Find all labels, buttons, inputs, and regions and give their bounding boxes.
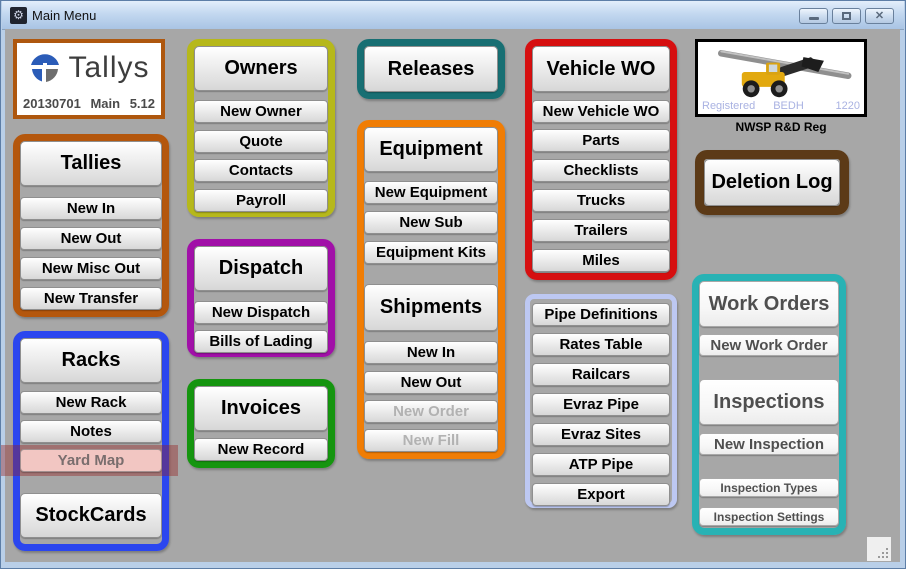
deletion-log-button[interactable]: Deletion Log — [704, 159, 840, 206]
new-owner-button[interactable]: New Owner — [194, 100, 328, 123]
dispatch-group — [187, 239, 335, 357]
minimize-icon — [808, 17, 819, 20]
releases-group — [357, 39, 505, 99]
rates-table-button[interactable]: Rates Table — [532, 333, 670, 356]
bills-of-lading-button[interactable]: Bills of Lading — [194, 330, 328, 353]
owners-group — [187, 39, 335, 217]
deletion-log-group — [695, 150, 849, 215]
gear-icon[interactable]: ⚙ — [10, 6, 27, 24]
pipe-loader-image — [718, 50, 852, 98]
stockcards-button[interactable]: StockCards — [20, 493, 162, 538]
tallies-group — [13, 134, 169, 317]
new-inspection-button[interactable]: New Inspection — [699, 433, 839, 455]
new-equipment-button[interactable]: New Equipment — [364, 181, 498, 204]
work-orders-header-button[interactable]: Work Orders — [699, 281, 839, 327]
notes-button[interactable]: Notes — [20, 420, 162, 443]
railcars-button[interactable]: Railcars — [532, 363, 670, 386]
releases-header-button[interactable]: Releases — [364, 46, 498, 92]
title-bar[interactable]: ⚙ Main Menu ✕ — [2, 1, 904, 30]
owners-header-button[interactable]: Owners — [194, 46, 328, 91]
new-vehicle-wo-button[interactable]: New Vehicle WO — [532, 100, 670, 123]
invoices-group — [187, 379, 335, 468]
pipe-definitions-button[interactable]: Pipe Definitions — [532, 303, 670, 326]
window-controls: ✕ — [799, 8, 894, 24]
close-icon: ✕ — [874, 9, 885, 22]
machine-caption: NWSP R&D Reg — [735, 120, 827, 134]
trailers-button[interactable]: Trailers — [532, 219, 670, 242]
machine-number: 1220 — [835, 100, 860, 112]
work-orders-group — [692, 274, 846, 535]
version-row: 20130701 Main 5.12 — [23, 96, 155, 111]
export-button[interactable]: Export — [532, 483, 670, 506]
restore-icon — [842, 12, 851, 20]
equipment-shipments-group — [357, 120, 505, 459]
close-button[interactable]: ✕ — [865, 8, 894, 24]
new-order-button: New Order — [364, 400, 498, 423]
tallies-new-in-button[interactable]: New In — [20, 197, 162, 220]
quote-button[interactable]: Quote — [194, 130, 328, 153]
yard-map-button[interactable]: Yard Map — [20, 449, 162, 472]
new-fill-button: New Fill — [364, 429, 498, 452]
vehicle-wo-group — [525, 39, 677, 280]
inspection-types-button[interactable]: Inspection Types — [699, 478, 839, 497]
machine-status: Registered — [702, 100, 756, 112]
window-title: Main Menu — [32, 7, 97, 23]
shipments-new-out-button[interactable]: New Out — [364, 371, 498, 394]
trucks-button[interactable]: Trucks — [532, 189, 670, 212]
minimize-button[interactable] — [799, 8, 828, 24]
contacts-button[interactable]: Contacts — [194, 159, 328, 182]
racks-header-button[interactable]: Racks — [20, 338, 162, 383]
brand-name: Tallys — [68, 51, 150, 84]
tallys-logo-icon — [31, 54, 60, 82]
version-number: 5.12 — [129, 96, 155, 111]
new-record-button[interactable]: New Record — [194, 438, 328, 461]
evraz-pipe-button[interactable]: Evraz Pipe — [532, 393, 670, 416]
resize-grip[interactable] — [867, 537, 891, 561]
new-work-order-button[interactable]: New Work Order — [699, 334, 839, 356]
checklists-button[interactable]: Checklists — [532, 159, 670, 182]
invoices-header-button[interactable]: Invoices — [194, 386, 328, 431]
new-sub-button[interactable]: New Sub — [364, 211, 498, 234]
atp-pipe-button[interactable]: ATP Pipe — [532, 453, 670, 476]
new-dispatch-button[interactable]: New Dispatch — [194, 301, 328, 324]
parts-button[interactable]: Parts — [532, 129, 670, 152]
build-date: 20130701 — [23, 96, 81, 111]
dispatch-header-button[interactable]: Dispatch — [194, 246, 328, 291]
tallies-new-misc-out-button[interactable]: New Misc Out — [20, 257, 162, 280]
machine-meta-row: Registered BEDH 1220 — [702, 100, 860, 112]
inspection-settings-button[interactable]: Inspection Settings — [699, 507, 839, 526]
machine-photo-panel: Registered BEDH 1220 — [695, 39, 867, 117]
machine-code: BEDH — [773, 100, 804, 112]
tallies-new-transfer-button[interactable]: New Transfer — [20, 287, 162, 310]
payroll-button[interactable]: Payroll — [194, 189, 328, 212]
equipment-kits-button[interactable]: Equipment Kits — [364, 241, 498, 264]
vehicle-wo-header-button[interactable]: Vehicle WO — [532, 46, 670, 92]
miles-button[interactable]: Miles — [532, 249, 670, 272]
evraz-sites-button[interactable]: Evraz Sites — [532, 423, 670, 446]
tallies-new-out-button[interactable]: New Out — [20, 227, 162, 250]
inspections-header-button[interactable]: Inspections — [699, 379, 839, 425]
logo-panel: Tallys 20130701 Main 5.12 — [13, 39, 165, 119]
new-rack-button[interactable]: New Rack — [20, 391, 162, 414]
restore-button[interactable] — [832, 8, 861, 24]
mode-label: Main — [90, 96, 121, 111]
racks-group — [13, 331, 169, 551]
tallies-header-button[interactable]: Tallies — [20, 141, 162, 186]
shipments-header-button[interactable]: Shipments — [364, 284, 498, 331]
equipment-header-button[interactable]: Equipment — [364, 127, 498, 172]
shipments-new-in-button[interactable]: New In — [364, 341, 498, 364]
